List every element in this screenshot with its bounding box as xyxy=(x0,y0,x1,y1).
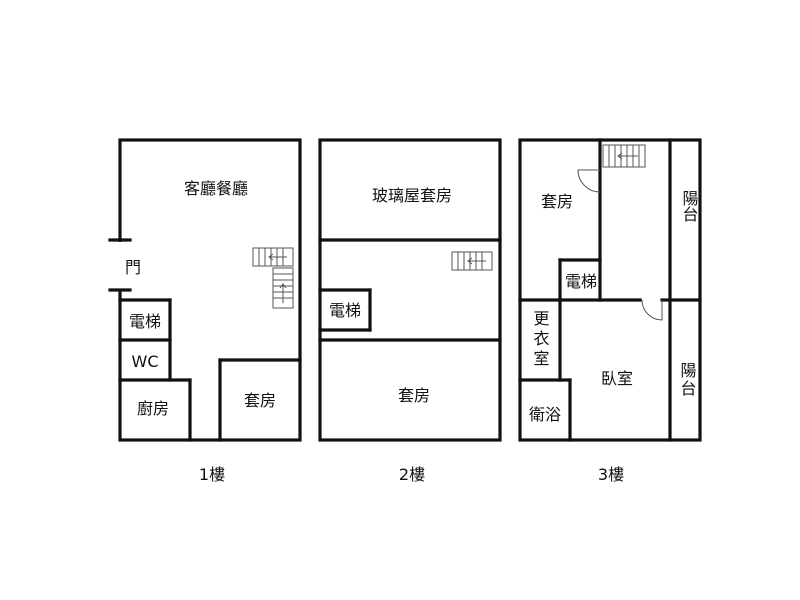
floor-1-wc-label: WC xyxy=(132,352,159,371)
floor-2-glass-suite-label: 玻璃屋套房 xyxy=(372,186,452,205)
floor-3-closet-label: 更衣室 xyxy=(531,310,550,370)
floor-2-plan: 玻璃屋套房 電梯 套房 2樓 xyxy=(318,138,502,484)
floor-1-door-label: 門 xyxy=(125,258,141,277)
floor-2-caption: 2樓 xyxy=(399,465,425,484)
floor-3-bedroom-label: 臥室 xyxy=(601,369,633,388)
floor-3-plan: 套房 電梯 陽台 更衣室 臥室 衛浴 陽台 3樓 xyxy=(518,138,702,484)
floor-2-elevator-label: 電梯 xyxy=(329,301,361,320)
floor-1-elevator-label: 電梯 xyxy=(129,312,161,331)
floor-1-living-dining-label: 客廳餐廳 xyxy=(184,179,248,198)
floor-1-plan: 客廳餐廳 門 電梯 WC 廚房 套房 1樓 xyxy=(108,138,302,484)
floor-1-stairs xyxy=(252,247,294,309)
floor-3-bedroom-door-swing xyxy=(641,299,663,321)
floor-3-outline xyxy=(518,138,702,442)
floor-3-balcony-upper-label: 陽台 xyxy=(680,190,699,222)
floor-3-caption: 3樓 xyxy=(598,465,624,484)
floor-2-suite-label: 套房 xyxy=(398,386,430,405)
floor-1-caption: 1樓 xyxy=(199,465,225,484)
floor-1-kitchen-label: 廚房 xyxy=(137,399,169,418)
floor-3-bath-label: 衛浴 xyxy=(529,405,561,424)
floor-2-stairs xyxy=(451,251,493,271)
floor-3-suite-door-swing xyxy=(577,169,601,193)
floor-3-balcony-lower-label: 陽台 xyxy=(678,362,697,398)
floor-3-suite-label: 套房 xyxy=(541,192,573,211)
floor-1-door-gap xyxy=(116,242,126,290)
floor-1-suite-label: 套房 xyxy=(244,391,276,410)
floor-3-elevator-label: 電梯 xyxy=(565,272,597,291)
floor-3-stairs xyxy=(602,144,646,168)
